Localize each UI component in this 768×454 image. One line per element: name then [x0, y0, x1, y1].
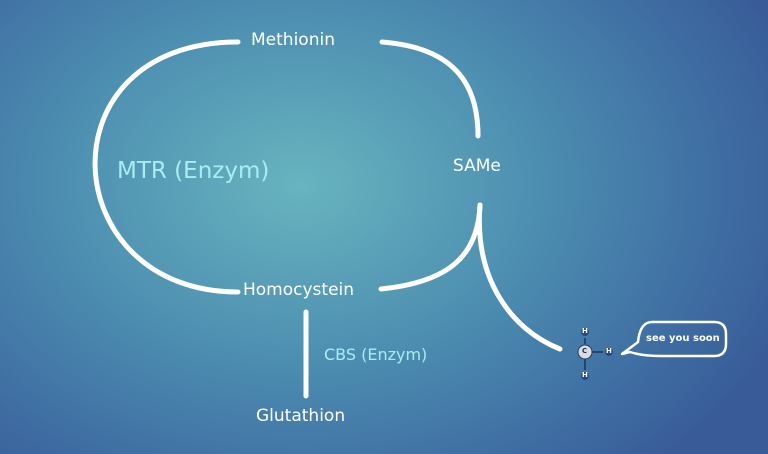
carbon-atom-icon — [577, 344, 593, 360]
cycle-arc-top-right — [379, 39, 481, 139]
h-atom-bottom-icon — [581, 372, 589, 380]
carbon-atom-label: C — [582, 347, 588, 355]
speech-bubble-shape — [620, 320, 728, 358]
node-glutathion: Glutathion — [256, 406, 346, 426]
cycle-arc-left — [92, 39, 241, 295]
node-homocystein: Homocystein — [243, 280, 355, 300]
enzyme-mtr-label: MTR (Enzym) — [117, 158, 270, 184]
h-atom-top-icon — [581, 328, 589, 336]
h-atom-top-label: H — [582, 327, 588, 335]
h-atom-right-icon — [605, 348, 613, 356]
node-methionin: Methionin — [251, 30, 335, 50]
methyl-release-curve — [476, 202, 563, 352]
speech-bubble-text: see you soon — [646, 333, 720, 344]
h-atom-bottom-label: H — [582, 371, 588, 379]
cycle-arc-bottom-right — [378, 202, 483, 292]
h-atom-right-label: H — [606, 347, 612, 355]
enzyme-cbs-label: CBS (Enzym) — [324, 345, 428, 364]
methyl-molecule — [584, 338, 603, 370]
node-same: SAMe — [453, 156, 501, 176]
